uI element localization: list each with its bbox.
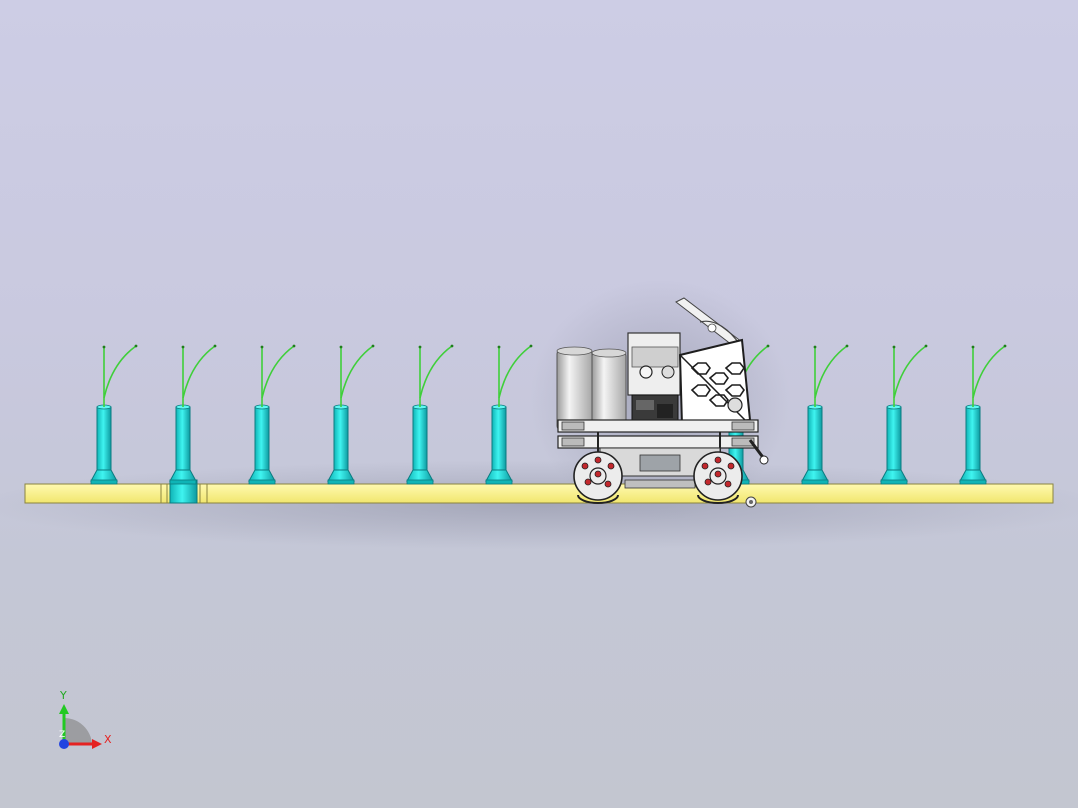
plant-leaf-tip <box>924 344 928 348</box>
post-with-plant[interactable] <box>248 344 296 485</box>
plant-tip <box>418 345 422 349</box>
plant-leaf <box>182 345 216 399</box>
plant-leaf <box>814 345 848 399</box>
post-foot <box>959 479 987 485</box>
tank-left[interactable] <box>556 346 593 431</box>
plant-leaf-tip <box>529 344 533 348</box>
post-with-plant[interactable] <box>880 344 928 485</box>
post-foot <box>327 479 355 485</box>
post-with-plant[interactable] <box>169 344 217 485</box>
post-body <box>333 406 349 474</box>
post-body <box>965 406 981 474</box>
plant-leaf-tip <box>450 344 454 348</box>
post-foot <box>406 479 434 485</box>
chassis-frame-upper[interactable] <box>557 419 769 465</box>
post-foot <box>485 479 513 485</box>
plant-leaf-tip <box>292 344 296 348</box>
post-body <box>96 406 112 474</box>
post-body <box>254 406 270 474</box>
robot-assembly[interactable] <box>556 297 769 508</box>
plant-leaf <box>498 345 532 399</box>
plant-tip <box>339 345 343 349</box>
post-body <box>412 406 428 474</box>
post-foot <box>880 479 908 485</box>
x-axis-label: X <box>104 733 112 746</box>
post-row <box>90 344 1007 485</box>
plant-tip <box>260 345 264 349</box>
plant-tip <box>971 345 975 349</box>
ground-shadow <box>0 460 1078 550</box>
plant-tip <box>497 345 501 349</box>
post-with-plant[interactable] <box>90 344 138 485</box>
plant-leaf-tip <box>766 344 770 348</box>
post-body <box>491 406 507 474</box>
plant-tip <box>102 345 106 349</box>
plant-tip <box>181 345 185 349</box>
x-axis-arrowhead <box>92 739 102 749</box>
plant-leaf-tip <box>134 344 138 348</box>
post-foot <box>169 479 197 485</box>
y-axis-arrowhead <box>59 704 69 714</box>
y-axis-label: Y <box>60 689 67 702</box>
post-with-plant[interactable] <box>327 344 375 485</box>
plant-tip <box>813 345 817 349</box>
plant-tip <box>892 345 896 349</box>
plant-leaf <box>261 345 295 399</box>
wheel-rim-left-front <box>577 494 739 504</box>
post-body <box>886 406 902 474</box>
post-with-plant[interactable] <box>406 344 454 485</box>
coordinate-triad[interactable] <box>59 704 102 749</box>
plant-leaf-tip <box>1003 344 1007 348</box>
plant-leaf <box>972 345 1006 399</box>
plant-leaf <box>340 345 374 399</box>
plant-leaf <box>893 345 927 399</box>
post-body <box>175 406 191 474</box>
plant-leaf-tip <box>213 344 217 348</box>
wheel-right[interactable] <box>693 451 743 501</box>
electronics-box[interactable] <box>627 332 681 426</box>
z-axis-label: Z <box>59 730 66 740</box>
tank-right[interactable] <box>591 348 627 431</box>
plant-leaf <box>419 345 453 399</box>
post-foot <box>801 479 829 485</box>
post-with-plant[interactable] <box>801 344 849 485</box>
post-foot <box>90 479 118 485</box>
plant-leaf-tip <box>371 344 375 348</box>
post-base <box>90 469 118 482</box>
plant-leaf <box>103 345 137 399</box>
post-foot <box>248 479 276 485</box>
z-axis-origin <box>59 739 69 749</box>
post-base <box>959 469 987 482</box>
post-with-plant[interactable] <box>485 344 533 485</box>
wheel-left[interactable] <box>573 451 623 501</box>
triad-arc <box>64 717 92 744</box>
plant-leaf-tip <box>845 344 849 348</box>
post-body <box>807 406 823 474</box>
post-with-plant[interactable] <box>959 344 1007 485</box>
floor-sensor[interactable] <box>745 496 757 508</box>
